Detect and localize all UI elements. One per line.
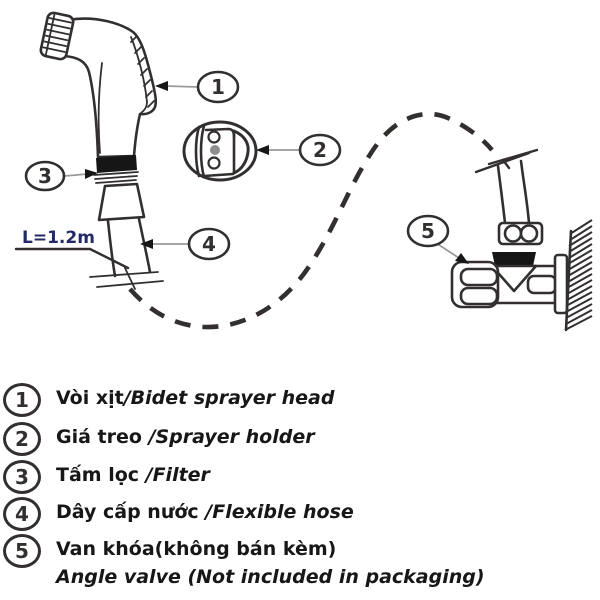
- flexible-hose-dashed-line: [128, 111, 494, 330]
- callout-3: 3: [24, 160, 98, 192]
- sprayer-face-hatching: [130, 35, 155, 108]
- angle-valve-drawing: [450, 148, 593, 332]
- callout-1-number: 1: [211, 75, 225, 99]
- legend-item-1-vietnamese: Vòi xịt: [56, 387, 124, 409]
- legend-item-1-english: /Bidet sprayer head: [123, 387, 335, 409]
- sprayer-holder-drawing: [182, 120, 258, 182]
- legend-item-2-english: /Sprayer holder: [148, 426, 315, 448]
- legend-item-5-vietnamese: Van khóa(không bán kèm): [56, 538, 337, 560]
- callout-2-arrowhead-icon: [256, 145, 269, 155]
- legend-item-5: 5 Van khóa(không bán kèm): [0, 534, 600, 572]
- callout-5: 5: [406, 214, 469, 264]
- callout-1-arrowhead-icon: [155, 81, 168, 91]
- nozzle-cap: [39, 11, 75, 61]
- legend-item-2-number: 2: [3, 422, 41, 456]
- legend-item-3-english: /Filter: [145, 464, 210, 486]
- callout-5-arrowhead-icon: [455, 253, 469, 264]
- callout-2-number: 2: [313, 138, 327, 162]
- wall-hatching: [564, 219, 593, 331]
- legend-item-4: 4 Dây cấp nước /Flexible hose: [0, 497, 600, 535]
- legend-item-3-number: 3: [3, 460, 41, 494]
- legend-item-2: 2 Giá treo /Sprayer holder: [0, 422, 600, 460]
- callout-1: 1: [155, 70, 240, 104]
- legend-item-5-label: Van khóa(không bán kèm): [56, 538, 336, 560]
- legend-item-3-vietnamese: Tấm lọc: [56, 464, 146, 486]
- holder-pivot-dot: [210, 145, 220, 155]
- legend-item-3: 3 Tấm lọc /Filter: [0, 460, 600, 498]
- hose-break-mark: [89, 267, 164, 290]
- callout-2: 2: [256, 133, 342, 167]
- legend-item-4-english: /Flexible hose: [205, 501, 354, 523]
- legend-item-1-number: 1: [3, 383, 41, 417]
- callout-4-arrowhead-icon: [140, 239, 153, 249]
- legend-item-5-number: 5: [3, 534, 41, 568]
- legend-item-4-vietnamese: Dây cấp nước: [56, 501, 206, 523]
- legend-item-2-label: Giá treo /Sprayer holder: [56, 426, 315, 448]
- callout-4: 4: [140, 227, 231, 261]
- length-label-text: L=1.2m: [22, 228, 95, 248]
- bidet-sprayer-head-drawing: [39, 11, 158, 159]
- legend-item-1-label: Vòi xịt/Bidet sprayer head: [56, 387, 334, 409]
- legend-item-2-vietnamese: Giá treo: [56, 426, 149, 448]
- callout-3-number: 3: [38, 164, 52, 188]
- hose-length-label: L=1.2m: [14, 228, 130, 270]
- valve-hose-break-mark: [474, 148, 539, 174]
- hose-connector-drawing: [89, 182, 164, 290]
- legend-item-4-label: Dây cấp nước /Flexible hose: [56, 501, 354, 523]
- callout-5-number: 5: [421, 219, 435, 243]
- callout-4-number: 4: [202, 232, 216, 256]
- callout-3-arrowhead-icon: [85, 169, 98, 179]
- legend-item-1: 1 Vòi xịt/Bidet sprayer head: [0, 383, 600, 421]
- diagram-canvas: L=1.2m: [14, 11, 593, 332]
- length-label-leader-line: [14, 247, 130, 270]
- legend-item-3-label: Tấm lọc /Filter: [56, 464, 210, 486]
- legend-item-5-english-line2: Angle valve (Not included in packaging): [56, 566, 485, 588]
- filter-drawing: [93, 155, 139, 184]
- legend-item-4-number: 4: [3, 497, 41, 531]
- valve-knob: [450, 260, 500, 309]
